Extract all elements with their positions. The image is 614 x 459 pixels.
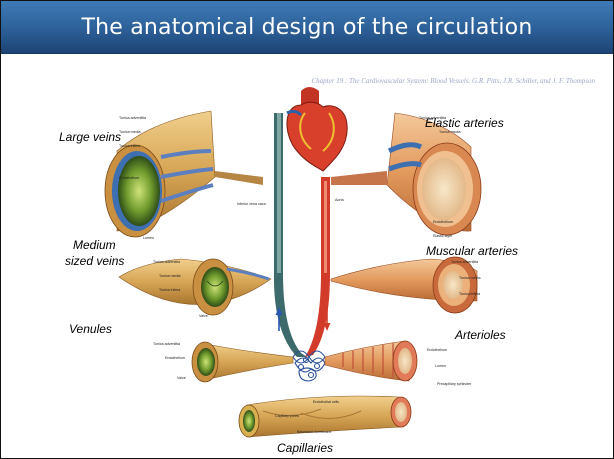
label-tunica-adventitia-lv: Tunica adventitia: [119, 116, 146, 120]
arteriole-illustration: [325, 341, 417, 381]
aorta-vessel: [305, 177, 330, 357]
label-medium-veins-line2: sized veins: [65, 254, 124, 269]
label-aorta: Aorta: [335, 198, 344, 202]
label-tunica-media-mv: Tunica media: [159, 274, 180, 278]
label-tunica-adventitia-vn: Tunica adventitia: [153, 342, 180, 346]
label-endothelium-ar: Endothelium: [427, 348, 447, 352]
label-endothelium-ea: Endothelium: [433, 220, 453, 224]
label-basement-membrane: Basement membrane: [297, 430, 331, 434]
muscular-artery-illustration: [331, 257, 477, 313]
label-capillary-pores: Capillary pores: [275, 414, 299, 418]
label-lumen-lv: Lumen: [143, 236, 154, 240]
label-inferior-vena-cava: Inferior vena cava: [237, 202, 266, 206]
label-large-veins: Large veins: [59, 130, 121, 145]
label-elastic-arteries: Elastic arteries: [425, 116, 504, 131]
heart-illustration: [287, 87, 347, 171]
label-tunica-adventitia-mv: Tunica adventitia: [153, 260, 180, 264]
medium-vein-illustration: [119, 259, 271, 315]
label-endothelium-lv: Endothelium: [119, 176, 139, 180]
label-valve-vn: Valve: [177, 376, 186, 380]
label-tunica-intima-lv: Tunica intima: [119, 144, 140, 148]
label-elastic-layer: Elastic layer: [433, 234, 453, 238]
label-tunica-adventitia-ma: Tunica adventitia: [451, 260, 478, 264]
label-endothelial-cells: Endothelial cells: [313, 400, 339, 404]
label-medium-veins-line1: Medium: [73, 238, 116, 253]
label-endothelium-vn: Endothelium: [165, 356, 185, 360]
label-tunica-media-lv: Tunica media: [119, 130, 140, 134]
label-arterioles: Arterioles: [455, 328, 506, 343]
label-valve-mv: Valve: [199, 314, 208, 318]
label-capillaries: Capillaries: [277, 441, 333, 456]
label-tunica-media-ma: Tunica media: [459, 276, 480, 280]
label-muscular-arteries: Muscular arteries: [426, 244, 518, 259]
label-venules: Venules: [69, 322, 112, 337]
label-precapillary-sphincter: Precapillary sphincter: [437, 382, 472, 386]
label-tunica-intima-mv: Tunica intima: [159, 288, 180, 292]
venule-illustration: [192, 342, 293, 382]
label-tunica-intima-ma: Tunica intima: [459, 292, 480, 296]
label-lumen-ar: Lumen: [435, 364, 446, 368]
